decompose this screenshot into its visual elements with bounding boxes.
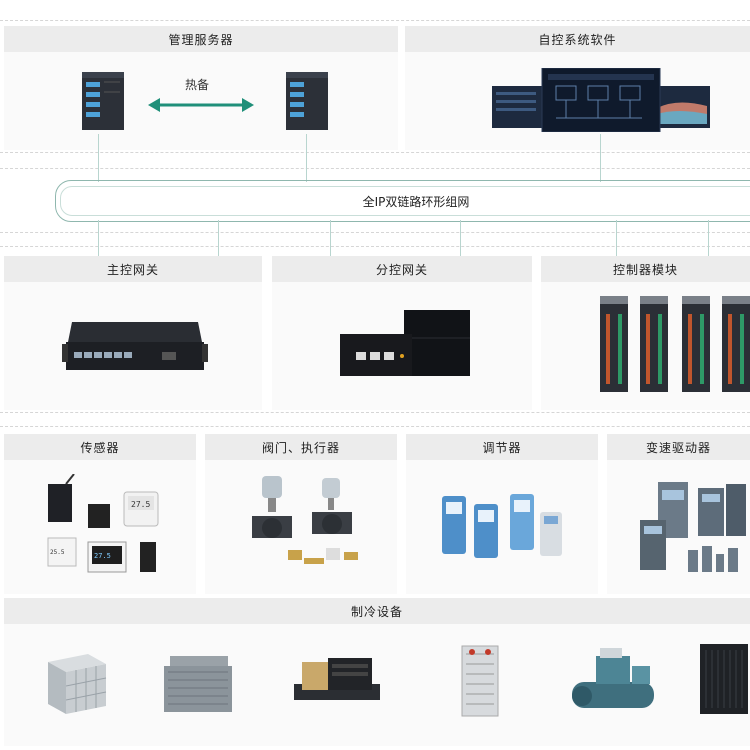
air-handler-icon — [698, 642, 750, 716]
regulator-header: 调节器 — [406, 434, 598, 460]
water-tank-icon — [44, 650, 110, 716]
separator — [0, 426, 750, 427]
ip-ring-network: 全IP双链路环形组网 — [55, 180, 750, 222]
regulator-panel — [406, 434, 598, 594]
sensor-reading: 27.5 — [94, 552, 111, 560]
connector-line — [616, 220, 617, 256]
separator — [0, 412, 750, 413]
controller-module-devices — [596, 294, 750, 394]
separator — [0, 246, 750, 247]
cooling-tower-icon — [160, 654, 236, 716]
chiller-icon — [566, 646, 658, 714]
software-screenshot — [492, 68, 710, 132]
connector-line — [98, 134, 99, 182]
rack-gateway-device — [62, 316, 208, 374]
sensor-header: 传感器 — [4, 434, 196, 460]
sub-gateway-device — [338, 308, 472, 378]
connector-line — [708, 220, 709, 256]
cooling-header: 制冷设备 — [4, 598, 750, 624]
regulator-devices — [440, 486, 566, 566]
valve-panel — [205, 434, 397, 594]
connector-line — [460, 220, 461, 256]
sensor-reading: 25.5 — [50, 549, 65, 556]
ring-label: 全IP双链路环形组网 — [362, 194, 470, 209]
sub-gateway-header: 分控网关 — [272, 256, 532, 282]
connector-line — [600, 134, 601, 182]
hot-standby-label: 热备 — [185, 78, 210, 92]
main-gateway-header: 主控网关 — [4, 256, 262, 282]
separator — [0, 168, 750, 169]
separator — [0, 20, 750, 21]
valve-actuator-devices — [244, 472, 368, 580]
connector-line — [306, 134, 307, 182]
plate-heat-exchanger-icon — [458, 644, 502, 718]
separator — [0, 152, 750, 153]
software-header: 自控系统软件 — [405, 26, 750, 52]
server-header: 管理服务器 — [4, 26, 398, 52]
server-icon — [80, 70, 126, 132]
connector-line — [218, 220, 219, 256]
valve-header: 阀门、执行器 — [205, 434, 397, 460]
double-arrow-icon — [148, 98, 254, 112]
generator-icon — [292, 654, 382, 704]
connector-line — [330, 220, 331, 256]
separator — [0, 232, 750, 233]
sensor-devices: 27.5 25.5 27.5 — [40, 474, 168, 578]
vfd-devices — [640, 480, 750, 576]
vfd-header: 变速驱动器 — [607, 434, 750, 460]
server-icon — [284, 70, 330, 132]
connector-line — [98, 220, 99, 256]
controller-module-header: 控制器模块 — [541, 256, 750, 282]
ring-inner — [60, 186, 750, 216]
sensor-reading: 27.5 — [131, 500, 150, 509]
